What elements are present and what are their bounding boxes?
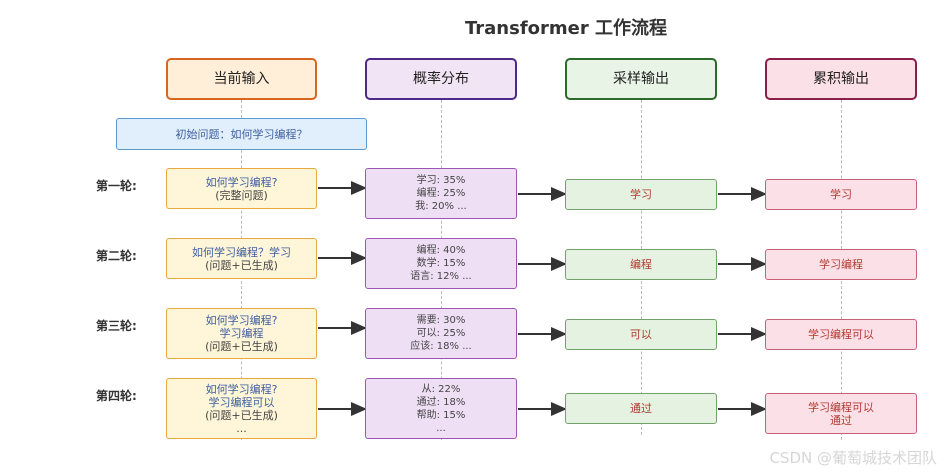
round-3-arrow-to-prob [318,321,367,335]
round-3-label: 第三轮: [96,319,137,333]
round-3-sample-box: 可以 [565,319,717,350]
header-probability-label: 概率分布 [413,70,469,87]
round-2-sample-box: 编程 [565,249,717,280]
round-4-accum-box: 学习编程可以 通过 [765,393,917,434]
round-1-accum-text: 学习 [830,188,852,201]
round-3-input-line-2: 学习编程 [219,327,264,340]
round-3-sample-text: 可以 [630,328,652,341]
round-3-arrow-to-sample [518,327,567,341]
round-1-input-line-2: (完整问题) [215,188,268,202]
round-2-accum-text: 学习编程 [819,258,863,271]
header-current-input: 当前输入 [166,58,317,100]
header-accumulated-label: 累积输出 [813,70,869,87]
round-4-arrow-to-accum [718,402,767,416]
round-3-input-line-3: (问题+已生成) [205,340,278,353]
round-4-input-line-1: 如何学习编程? [205,382,278,396]
round-3-prob-line-1: 需要: 30% [416,315,466,326]
round-2-accum-box: 学习编程 [765,249,917,280]
round-4-input-line-4: ... [236,421,247,435]
round-4-input-line-2: 学习编程可以 [208,395,275,409]
round-1-label: 第一轮: [96,179,137,193]
round-1-sample-text: 学习 [630,188,652,201]
round-4-prob-line-2: 通过: 18% [416,396,466,408]
header-sample-label: 采样输出 [613,70,669,87]
round-4-arrow-to-sample [518,402,567,416]
round-1-arrow-to-accum [718,187,767,201]
round-2-input-line-1: 如何学习编程？学习 [192,245,291,259]
round-1-prob-line-2: 编程: 25% [416,188,466,199]
round-2-arrow-to-sample [518,257,567,271]
round-1-prob-line-3: 我: 20% ... [415,201,467,212]
round-1-arrow-to-prob [318,181,367,195]
round-2-prob-box: 编程: 40% 数学: 15% 语言: 12% ... [365,238,517,289]
round-1-accum-box: 学习 [765,179,917,210]
round-2-arrow-to-prob [318,251,367,265]
diagram-title: Transformer 工作流程 [464,18,668,39]
round-1-prob-box: 学习: 35% 编程: 25% 我: 20% ... [365,168,517,219]
round-3-prob-line-2: 可以: 25% [416,328,466,339]
header-current-input-label: 当前输入 [213,70,270,87]
round-4-accum-line-1: 学习编程可以 [808,400,874,414]
round-3-arrow-to-accum [718,327,767,341]
round-1-sample-box: 学习 [565,179,717,210]
header-probability: 概率分布 [365,58,517,100]
round-4-prob-box: 从: 22% 通过: 18% 帮助: 15% ... [365,378,517,439]
round-4-prob-line-1: 从: 22% [421,383,461,395]
round-3-prob-line-3: 应该: 18% ... [410,341,472,352]
round-4-prob-line-3: 帮助: 15% [416,409,466,421]
round-2-sample-text: 编程 [630,258,652,271]
round-4-input-box: 如何学习编程? 学习编程可以 (问题+已生成) ... [166,378,317,439]
round-4-sample-box: 通过 [565,393,717,424]
round-4-input-line-3: (问题+已生成) [205,408,278,422]
round-2-input-box: 如何学习编程？学习 (问题+已生成) [166,238,317,279]
round-1-arrow-to-sample [518,187,567,201]
round-2-prob-line-3: 语言: 12% ... [410,271,472,282]
round-3-prob-box: 需要: 30% 可以: 25% 应该: 18% ... [365,308,517,359]
round-1-prob-line-1: 学习: 35% [416,175,466,186]
round-1-input-line-1: 如何学习编程? [205,175,278,189]
round-2-prob-line-1: 编程: 40% [416,245,466,256]
round-2-arrow-to-accum [718,257,767,271]
round-4-prob-line-4: ... [436,422,446,434]
watermark: CSDN @葡萄城技术团队 [769,449,937,467]
round-2-input-line-2: (问题+已生成) [205,258,278,272]
initial-question-text: 初始问题：如何学习编程？ [175,127,308,141]
round-2-prob-line-2: 数学: 15% [416,258,466,269]
round-3-accum-text: 学习编程可以 [808,328,874,341]
round-1-input-box: 如何学习编程? (完整问题) [166,168,317,209]
round-2-label: 第二轮: [96,249,137,263]
header-sample: 采样输出 [565,58,717,100]
round-4-arrow-to-prob [318,402,367,416]
round-3-input-box: 如何学习编程? 学习编程 (问题+已生成) [166,308,317,359]
round-3-accum-box: 学习编程可以 [765,319,917,350]
initial-question-box: 初始问题：如何学习编程？ [116,118,367,150]
round-3-input-line-1: 如何学习编程? [205,314,278,327]
round-4-accum-line-2: 通过 [830,413,852,427]
header-accumulated: 累积输出 [765,58,917,100]
round-4-label: 第四轮: [96,389,137,403]
round-4-sample-text: 通过 [630,402,652,415]
